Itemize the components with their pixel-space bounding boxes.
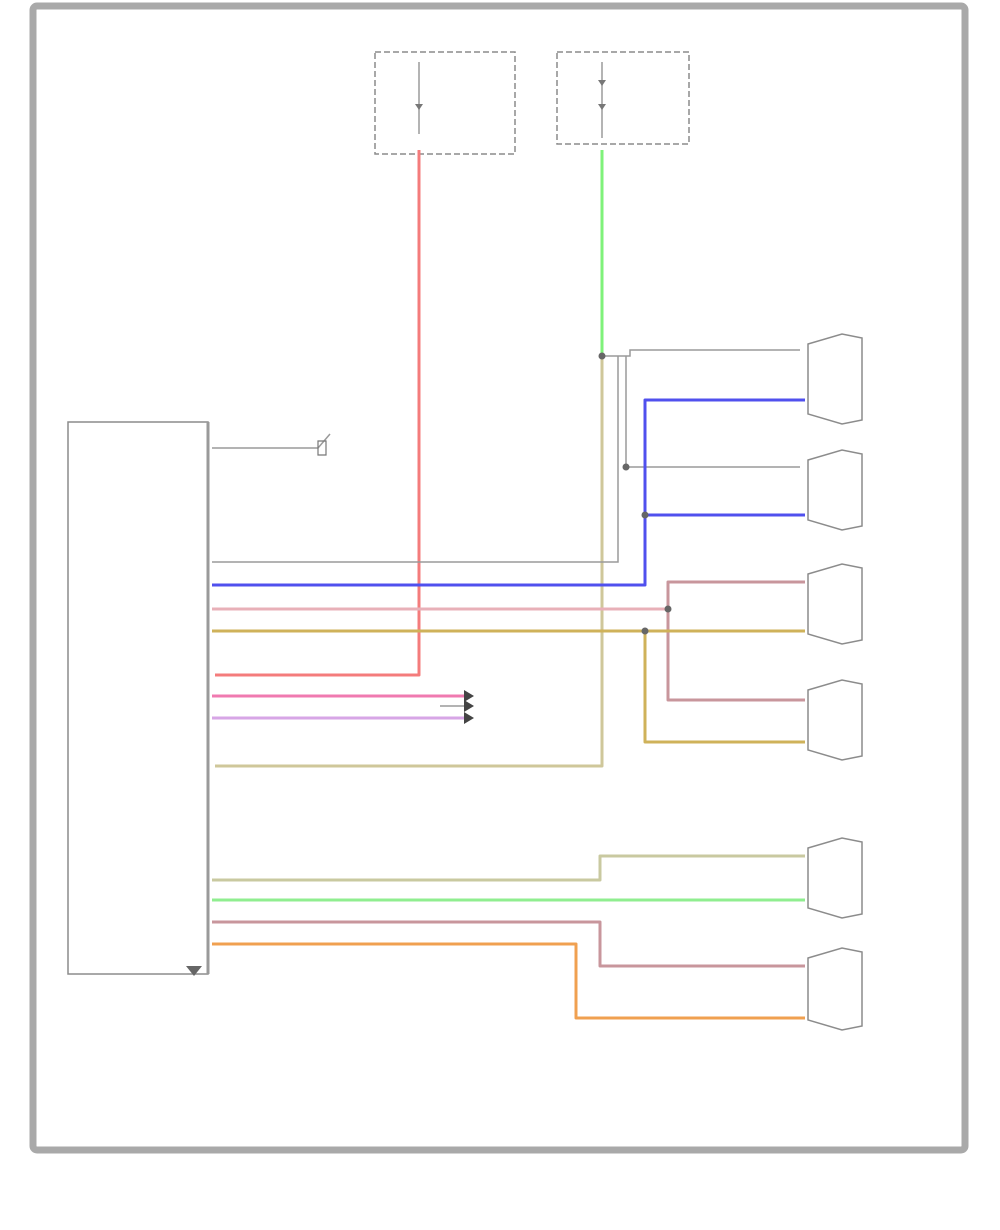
fuse-box-component	[374, 51, 516, 155]
wire-rear-left-a	[212, 854, 805, 882]
wire-rr-speaker	[666, 609, 805, 702]
diagram-frame	[29, 2, 969, 1154]
wire-radio-to-lf-speaker	[212, 398, 805, 587]
wire-rear-right-a	[212, 920, 805, 968]
speaker-icon	[807, 837, 863, 919]
wire-rf-speaker	[666, 580, 805, 609]
antenna-icon	[317, 440, 327, 456]
splice-dot	[622, 463, 630, 471]
wire-rear-right-b	[212, 942, 805, 1020]
speaker-icon	[807, 947, 863, 1031]
speaker-icon	[807, 563, 863, 645]
splice-dot	[641, 511, 649, 519]
fuse-icon	[598, 80, 606, 86]
wire-branch-speaker-1	[602, 349, 800, 357]
wire-fuse-block-to-radio	[215, 356, 604, 768]
fuse-icon	[598, 104, 606, 110]
speaker-icon	[807, 449, 863, 531]
fuse-box-outline	[374, 51, 516, 155]
splice-dot	[664, 605, 672, 613]
splice-dot	[641, 627, 649, 635]
fuse-block-outline	[556, 51, 690, 145]
fuse-block-component	[556, 51, 690, 145]
wire-radio-pin-1	[212, 356, 619, 563]
speaker-4	[807, 679, 863, 761]
wire-fuse-box-to-radio	[215, 150, 421, 677]
fuse-icon	[415, 104, 423, 110]
speaker-icon	[807, 679, 863, 761]
wire-rr-speaker-b	[643, 631, 805, 744]
ground-icon	[186, 966, 202, 976]
connector-arrow-icon	[464, 690, 474, 702]
speaker-3	[807, 563, 863, 645]
connector-arrow-icon	[464, 712, 474, 724]
connector-arrow-icon	[464, 700, 474, 712]
speaker-5	[807, 837, 863, 919]
speaker-icon	[807, 333, 863, 425]
speaker-2	[807, 449, 863, 531]
speaker-6	[807, 947, 863, 1031]
splice-dot	[598, 352, 606, 360]
radio-unit	[67, 421, 331, 976]
speaker-1	[807, 333, 863, 425]
